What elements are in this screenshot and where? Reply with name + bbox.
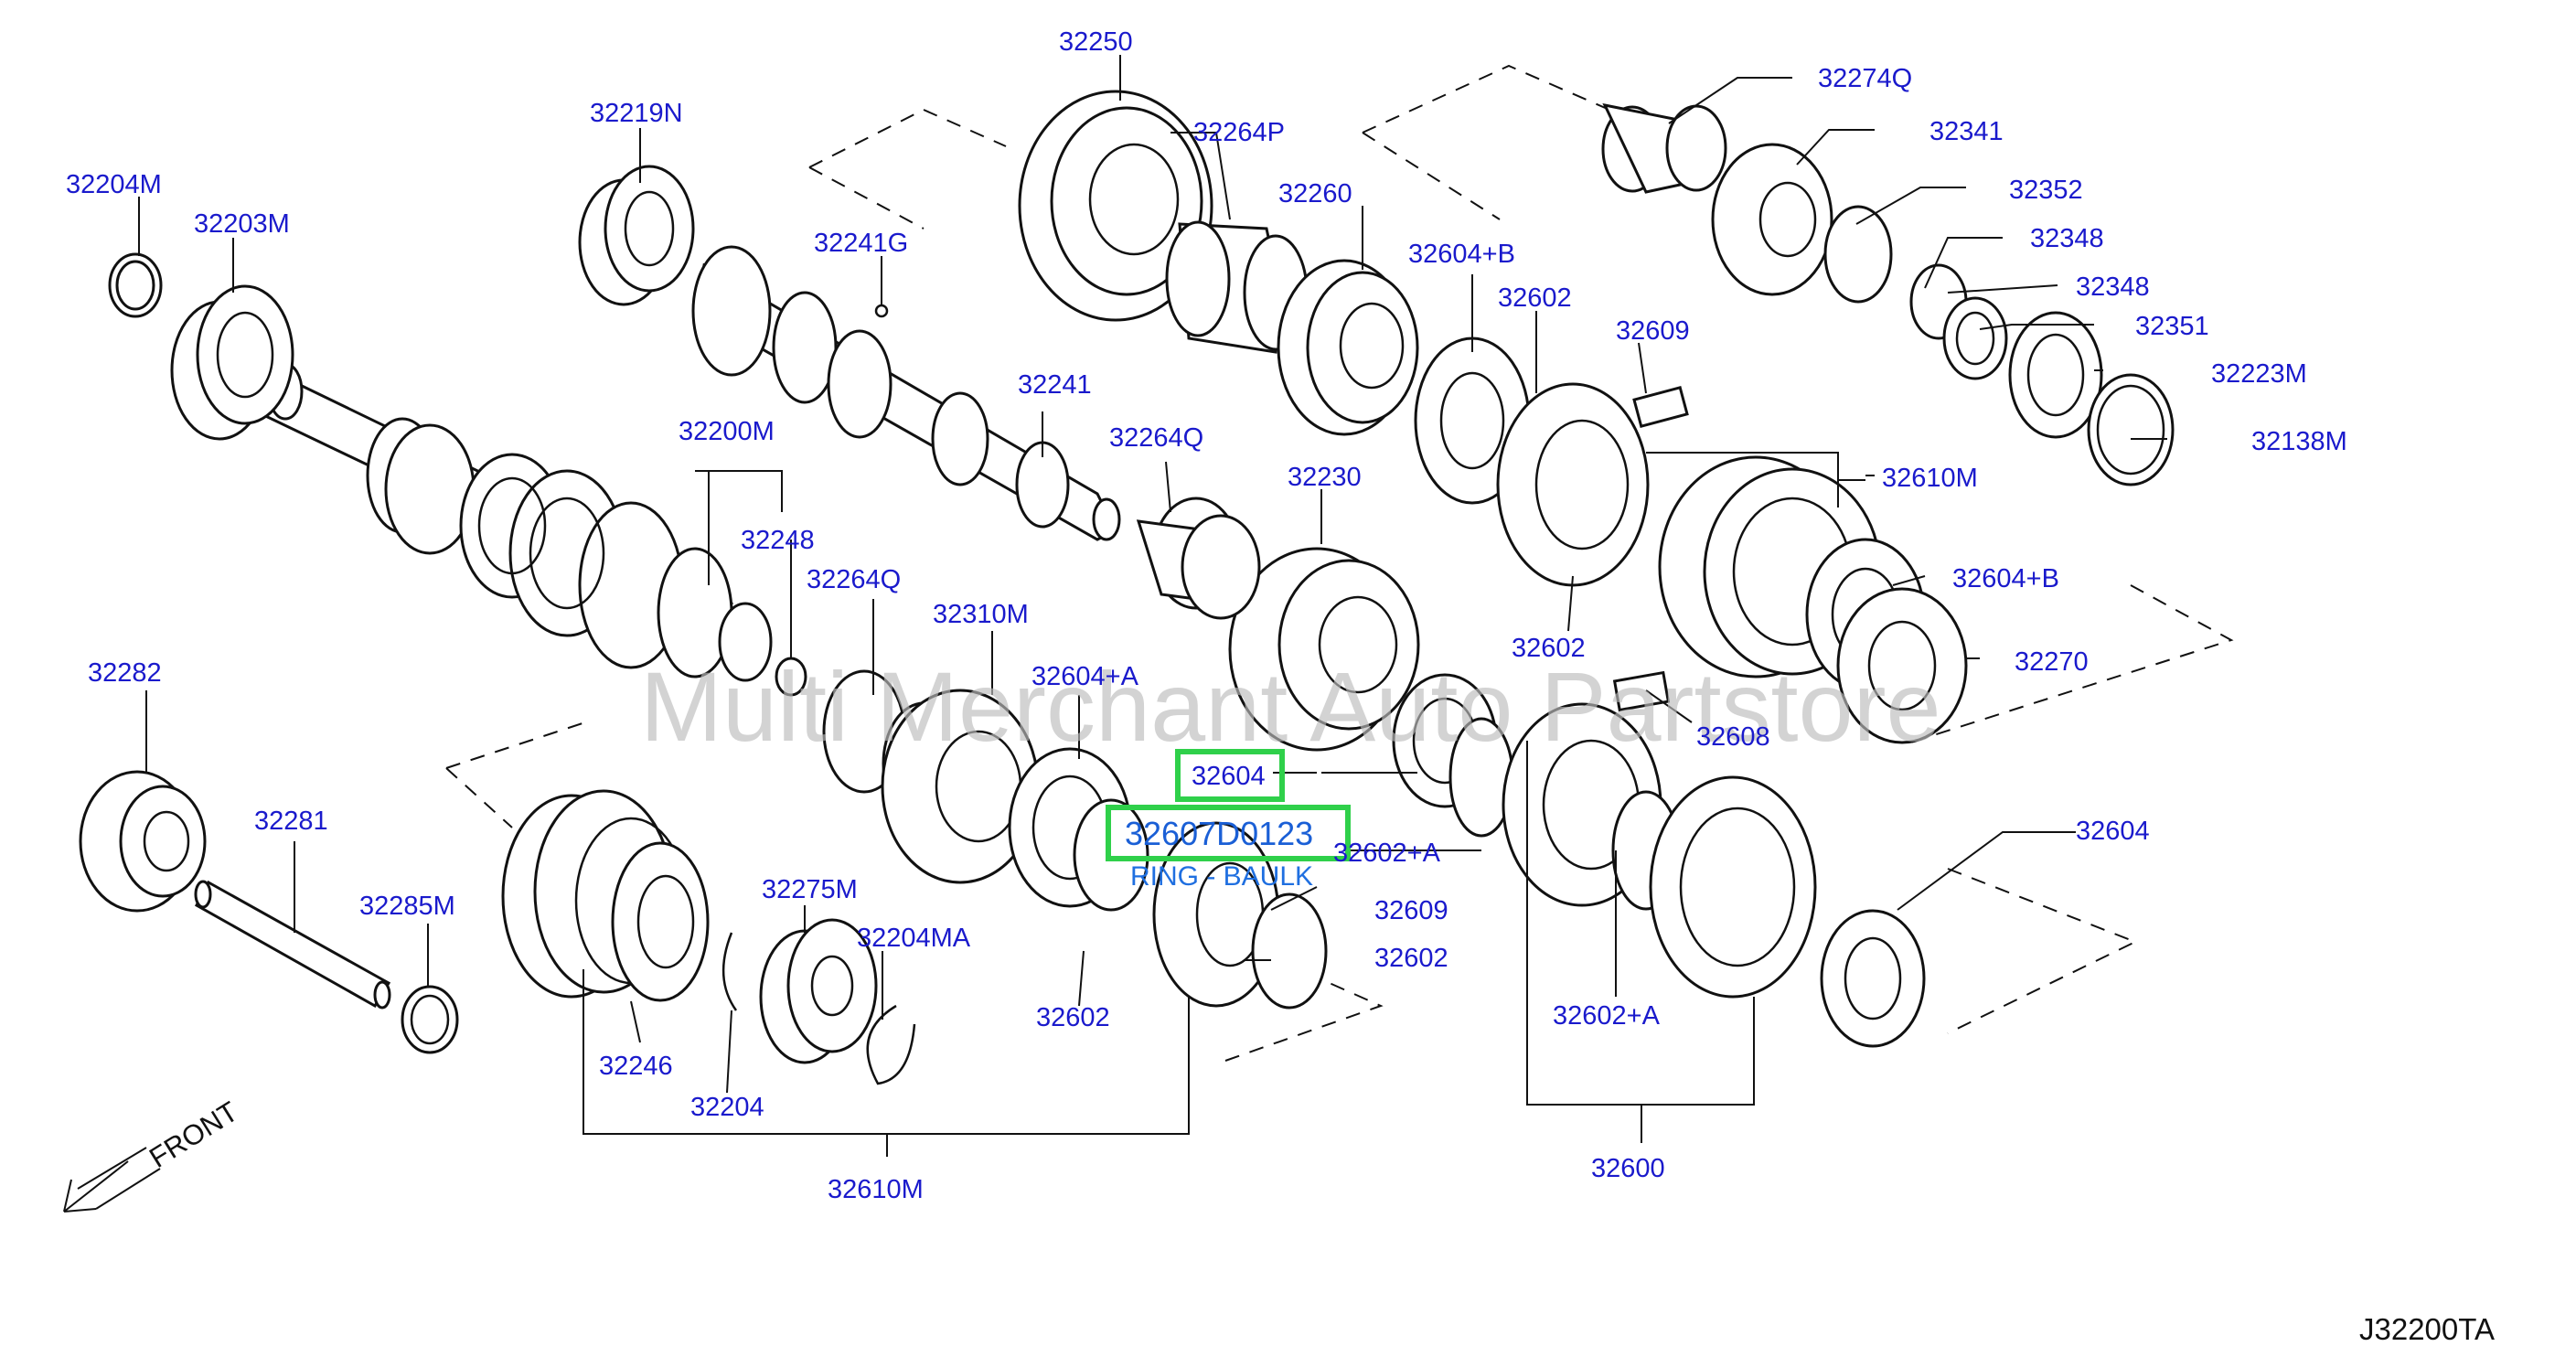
counter-shaft [691,245,1121,541]
label-32264Q-mid[interactable]: 32264Q [807,565,901,594]
label-32241G[interactable]: 32241G [814,229,908,258]
label-32250[interactable]: 32250 [1059,27,1133,57]
label-32348-a[interactable]: 32348 [2030,224,2104,253]
upper-right-bearings [1601,102,2175,486]
highlight-label-32604[interactable]: 32604 [1192,762,1266,791]
diagram-code: J32200TA [2359,1312,2495,1346]
label-32241[interactable]: 32241 [1018,370,1092,400]
highlight-part-number[interactable]: 32607D0123 [1125,815,1313,852]
dashed-group-outlines [445,64,2234,1062]
lower-right-cluster [1502,702,1926,1048]
label-32602A-mid[interactable]: 32602+A [1333,839,1441,868]
label-32600[interactable]: 32600 [1591,1154,1665,1183]
highlight-box-part [1106,805,1351,861]
label-32609-top[interactable]: 32609 [1616,316,1690,346]
watermark-text: Multi Merchant Auto Partstore [640,651,1941,762]
highlight-box-small [1175,749,1285,802]
label-32609-mid[interactable]: 32609 [1374,896,1448,925]
label-32610M-right[interactable]: 32610M [1882,464,1978,493]
label-32602A-bottom[interactable]: 32602+A [1553,1001,1661,1031]
label-32281[interactable]: 32281 [254,807,328,836]
label-32352[interactable]: 32352 [2009,176,2083,205]
label-32219N[interactable]: 32219N [590,99,683,128]
label-32264Q-top[interactable]: 32264Q [1109,423,1203,453]
label-32138M[interactable]: 32138M [2251,427,2347,456]
label-32204[interactable]: 32204 [690,1093,764,1122]
label-32604B-top[interactable]: 32604+B [1408,240,1515,269]
label-32282[interactable]: 32282 [88,658,162,688]
part-labels: 32250 32219N 32204M 32203M 32264P 32241G… [66,27,2347,1204]
label-32275M[interactable]: 32275M [762,875,858,904]
label-32248[interactable]: 32248 [741,526,815,555]
label-32200M[interactable]: 32200M [679,417,775,446]
main-shaft [254,362,773,682]
gear-32230 [1228,547,1420,752]
middle-gear-train [775,497,1671,1010]
label-32602-mid[interactable]: 32602 [1512,634,1586,663]
label-32602-bottom[interactable]: 32602 [1036,1003,1110,1032]
label-32602-right[interactable]: 32602 [1374,944,1448,973]
label-32204MA[interactable]: 32204MA [857,924,971,953]
label-32203M[interactable]: 32203M [194,209,290,239]
lower-left-parts [79,770,459,1054]
label-32274Q[interactable]: 32274Q [1818,64,1912,93]
top-middle-gears [1018,90,1419,436]
synchro-cluster-upper [1414,337,1968,744]
label-32604B-right[interactable]: 32604+B [1952,564,2059,593]
highlight-boxes [1106,749,1351,861]
front-label: FRONT [144,1095,243,1174]
label-32230[interactable]: 32230 [1288,463,1362,492]
leader-lines [138,55,2167,1157]
label-32285M[interactable]: 32285M [359,892,455,921]
lower-middle-parts [501,789,916,1085]
label-32310M[interactable]: 32310M [933,600,1029,629]
label-32246[interactable]: 32246 [599,1052,673,1081]
label-32264P[interactable]: 32264P [1193,118,1285,147]
label-32610M-bottom[interactable]: 32610M [828,1175,924,1204]
label-32608[interactable]: 32608 [1696,722,1770,752]
label-32604A[interactable]: 32604+A [1031,662,1139,691]
front-arrow [63,1147,161,1213]
label-32348-b[interactable]: 32348 [2076,272,2150,302]
label-32604-right[interactable]: 32604 [2076,817,2150,846]
label-32351[interactable]: 32351 [2135,312,2209,341]
highlight-part-description[interactable]: RING - BAULK [1130,861,1313,892]
label-32602-top[interactable]: 32602 [1498,283,1572,313]
label-32260[interactable]: 32260 [1278,179,1352,208]
label-32204M[interactable]: 32204M [66,170,162,199]
label-32341[interactable]: 32341 [1929,117,2004,146]
label-32270[interactable]: 32270 [2015,647,2089,677]
upper-left-bearings [108,165,695,441]
label-32223M[interactable]: 32223M [2211,359,2307,389]
